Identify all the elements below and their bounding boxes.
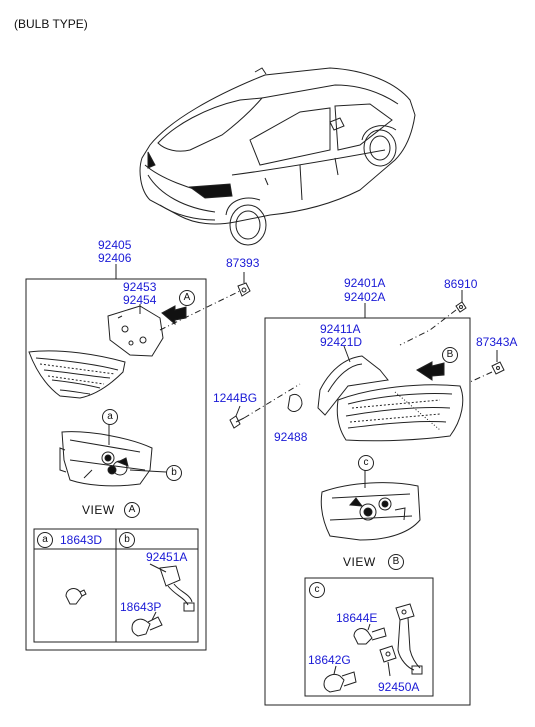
part-number-18643D: 18643D — [60, 533, 103, 547]
marker-A: A — [179, 290, 195, 306]
part-number-92454: 92454 — [123, 293, 157, 307]
view-b-label: VIEW — [343, 555, 376, 569]
part-number-18642G: 18642G — [308, 653, 351, 667]
part-number-87343A: 87343A — [476, 335, 518, 349]
part-number-86910: 86910 — [444, 277, 478, 291]
left-panel-frame — [25, 264, 207, 651]
marker-B: B — [442, 347, 458, 363]
view-a-label: VIEW — [82, 503, 115, 517]
right-taillamp — [336, 384, 464, 442]
part-number-92450A: 92450A — [378, 680, 420, 694]
part-number-92488: 92488 — [274, 430, 308, 444]
bulb-18643P — [131, 616, 163, 637]
part-number-18643P: 18643P — [120, 600, 162, 614]
bulb-18643D — [65, 588, 87, 605]
box-marker-b: b — [119, 532, 135, 548]
part-number-92453: 92453 — [123, 280, 157, 294]
bulb-18644E — [353, 627, 387, 645]
view-b-marker: B — [388, 554, 404, 570]
page-title: (BULB TYPE) — [14, 17, 88, 31]
detail-box-c — [304, 577, 434, 697]
clip-87343A — [491, 361, 505, 375]
bulb-18642G — [323, 671, 357, 693]
box-marker-a: a — [37, 532, 53, 548]
part-number-1244BG: 1244BG — [213, 391, 258, 405]
marker-c: c — [358, 455, 374, 471]
part-number-92401A: 92401A — [344, 276, 386, 290]
clip-87393 — [237, 282, 251, 297]
part-number-87393: 87393 — [226, 256, 260, 270]
part-number-18644E: 18644E — [336, 611, 378, 625]
socket-18642G-holder — [379, 645, 397, 663]
part-number-92411A: 92411A — [320, 322, 361, 336]
part-number-92405: 92405 — [98, 238, 132, 252]
left-lamp-back — [59, 431, 153, 487]
bolt-1244BG — [229, 415, 245, 429]
car-illustration — [139, 67, 416, 246]
detail-boxes-left — [33, 528, 199, 643]
box-marker-c: c — [309, 582, 325, 598]
pad-92488 — [287, 393, 303, 412]
gasket-92411A — [317, 355, 389, 416]
screw-86910 — [455, 301, 467, 313]
left-taillamp — [28, 350, 126, 399]
marker-a: a — [102, 409, 118, 425]
part-number-92406: 92406 — [98, 251, 132, 265]
marker-b: b — [166, 465, 182, 481]
part-number-92421D: 92421D — [320, 335, 363, 349]
view-a-marker: A — [124, 502, 140, 518]
right-lamp-back — [320, 482, 421, 541]
socket-92451A — [159, 565, 195, 612]
part-number-92402A: 92402A — [344, 290, 386, 304]
part-number-92451A: 92451A — [146, 550, 188, 564]
socket-92450A — [395, 603, 423, 675]
holder-plate-left — [107, 305, 164, 357]
